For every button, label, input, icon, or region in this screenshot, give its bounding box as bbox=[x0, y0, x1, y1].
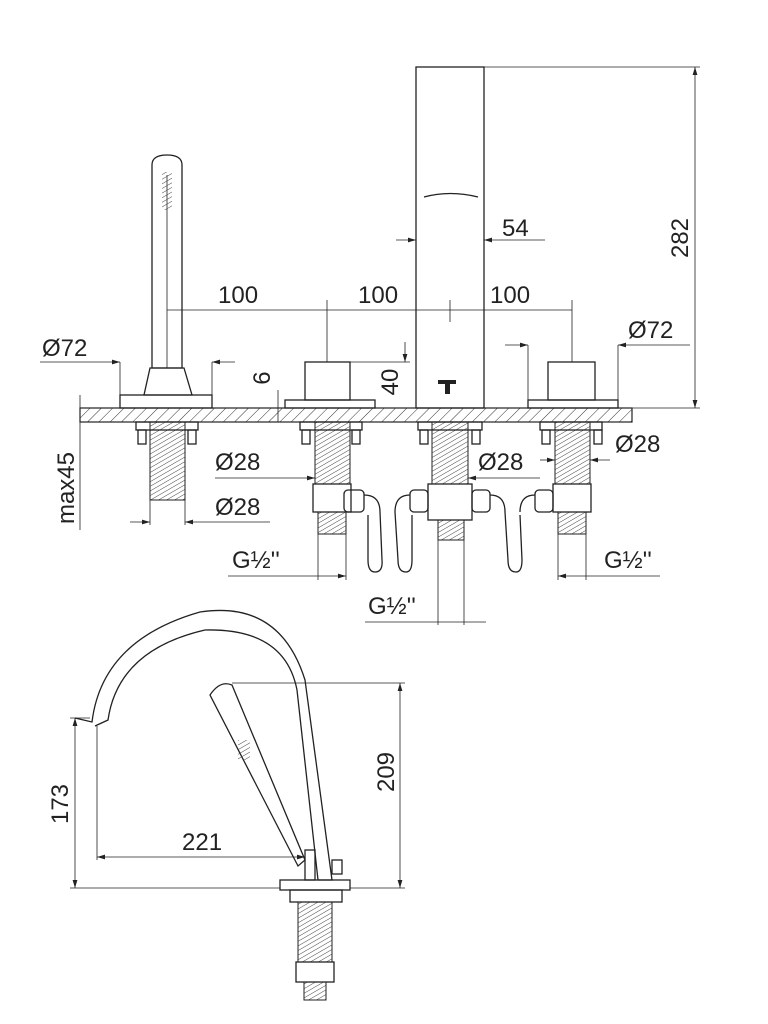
dim-282: 282 bbox=[667, 218, 694, 258]
side-view-faucet bbox=[74, 609, 351, 1001]
dim-100-2: 100 bbox=[358, 282, 398, 309]
dim-209: 209 bbox=[373, 752, 400, 792]
dim-d72-right: Ø72 bbox=[628, 317, 673, 344]
dim-6: 6 bbox=[249, 371, 276, 384]
dim-d72-left: Ø72 bbox=[42, 335, 87, 362]
dim-g12-right: G½'' bbox=[604, 547, 652, 574]
dim-100-3: 100 bbox=[490, 282, 530, 309]
spout bbox=[394, 66, 523, 573]
right-valve bbox=[519, 361, 619, 535]
deck-plate bbox=[79, 407, 633, 423]
dim-54: 54 bbox=[502, 215, 529, 242]
dim-221: 221 bbox=[182, 829, 222, 856]
dim-d28-4: Ø28 bbox=[615, 431, 660, 458]
hand-shower bbox=[119, 154, 213, 501]
dim-d28-3: Ø28 bbox=[478, 449, 523, 476]
left-valve bbox=[284, 361, 383, 573]
dim-d28-1: Ø28 bbox=[215, 449, 260, 476]
dim-d28-2: Ø28 bbox=[215, 494, 260, 521]
dim-40: 40 bbox=[377, 369, 404, 396]
dim-g12-center: G½'' bbox=[368, 593, 416, 620]
dim-g12-left: G½'' bbox=[232, 547, 280, 574]
dim-max45: max45 bbox=[53, 452, 80, 524]
dim-100-1: 100 bbox=[218, 282, 258, 309]
dimension-lines bbox=[40, 66, 700, 625]
side-view-dimension-lines bbox=[70, 682, 405, 889]
dim-173: 173 bbox=[47, 784, 74, 824]
